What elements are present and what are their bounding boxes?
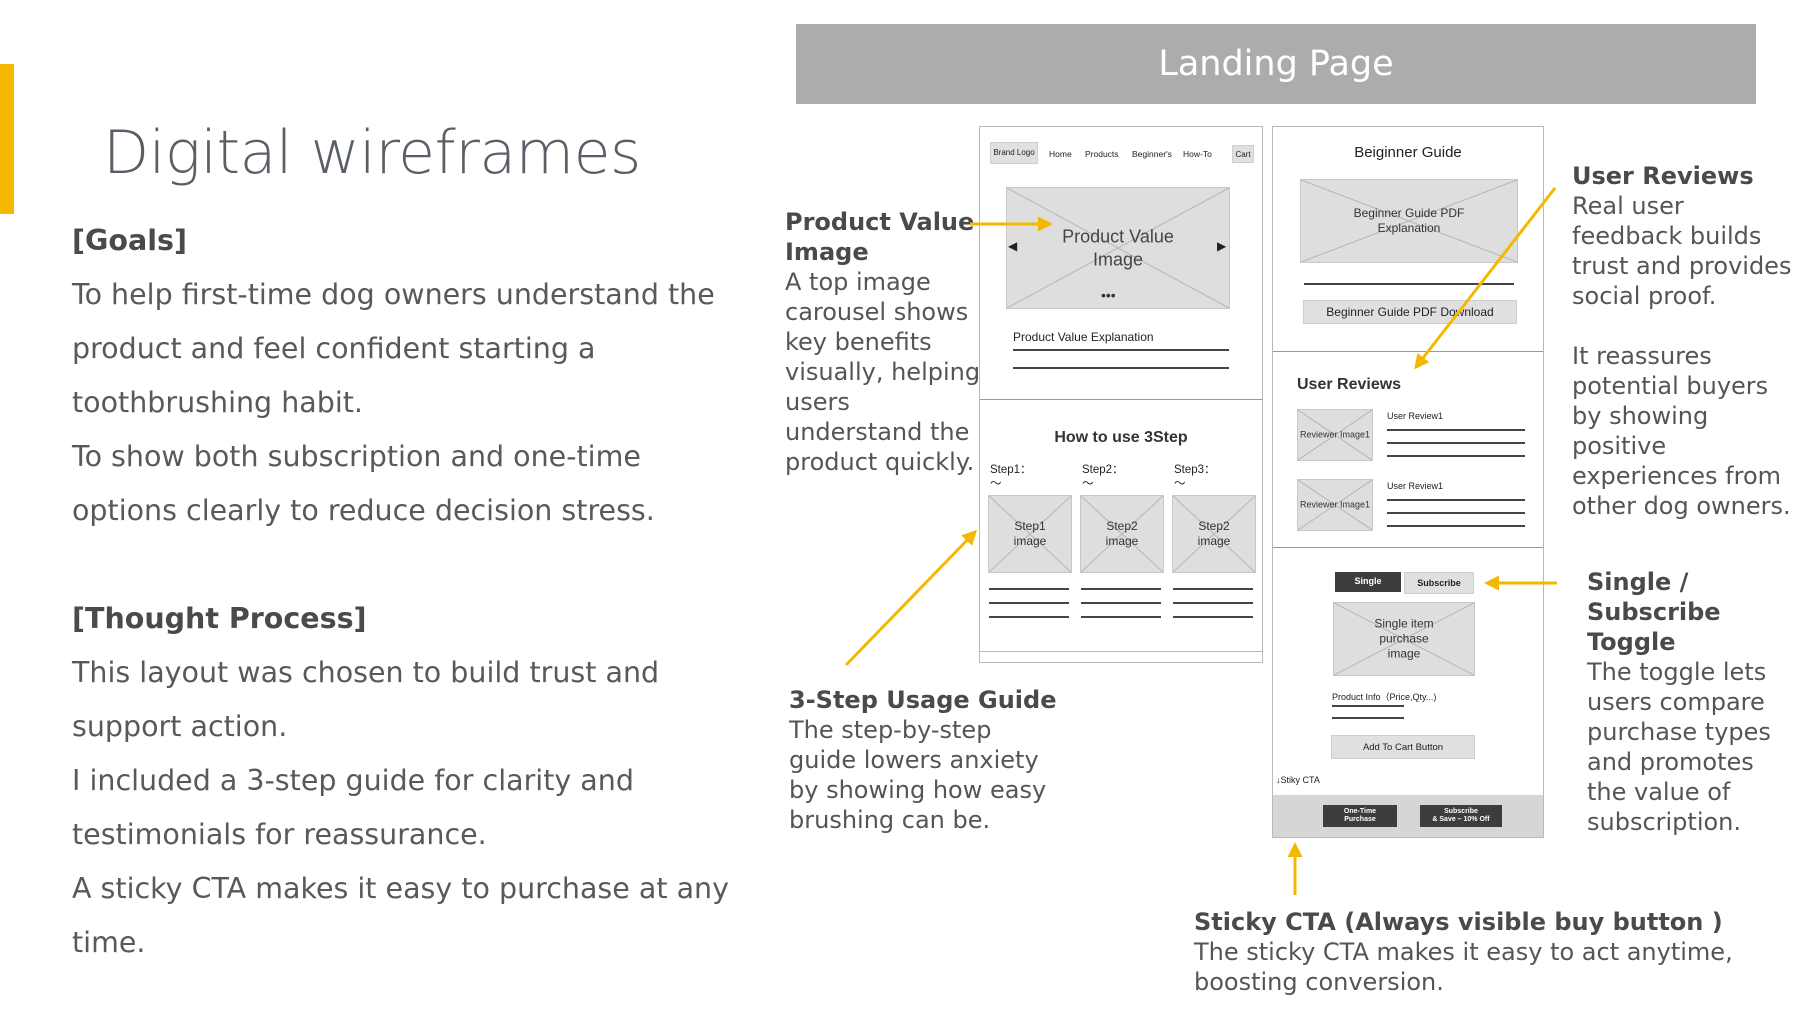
- step3-image: Step2 image: [1172, 495, 1256, 573]
- page-title: Digital wireframes: [103, 118, 641, 188]
- product-value-carousel[interactable]: Product Value Image: [1006, 187, 1230, 309]
- beginner-guide-download-button[interactable]: Beginner Guide PDF Download: [1303, 300, 1517, 324]
- text-line: [1387, 525, 1525, 527]
- cta-subscribe-button[interactable]: Subscribe & Save – 10% Off: [1420, 805, 1502, 827]
- goals-paragraph-2: To show both subscription and one-time o…: [72, 440, 655, 527]
- nav-home[interactable]: Home: [1049, 149, 1072, 159]
- goals-paragraph-1: To help first-time dog owners understand…: [72, 278, 715, 419]
- hero-section: Brand Logo Home Products Beginner's How-…: [980, 127, 1262, 400]
- nav-products[interactable]: Products: [1085, 149, 1119, 159]
- brand-logo[interactable]: Brand Logo: [990, 142, 1038, 164]
- text-line: [1081, 602, 1161, 604]
- annotation-toggle-title: Single / Subscribe Toggle: [1587, 568, 1721, 656]
- beginner-guide-section: Beiginner Guide Beginner Guide PDF Expla…: [1273, 127, 1543, 352]
- carousel-next-icon[interactable]: ▶: [1217, 239, 1227, 253]
- user-review-label: User Review1: [1387, 481, 1444, 491]
- text-line: [1173, 616, 1253, 618]
- user-reviews-title: User Reviews: [1297, 376, 1402, 393]
- step1-image: Step1 image: [988, 495, 1072, 573]
- single-item-purchase-image: Single item purchase image: [1333, 602, 1475, 676]
- text-line: [1081, 616, 1161, 618]
- how-to-title: How to use 3Step: [1054, 429, 1188, 446]
- landing-page-header: Landing Page: [796, 24, 1756, 104]
- beginner-guide-title: Beiginner Guide: [1354, 144, 1462, 161]
- nav-cart[interactable]: Cart: [1232, 145, 1254, 163]
- step2-image: Step2 image: [1080, 495, 1164, 573]
- annotation-usage-guide-title: 3-Step Usage Guide: [789, 686, 1057, 714]
- text-line: [1387, 455, 1525, 457]
- reviewer-image: Reviewer Image1: [1297, 409, 1373, 461]
- step2-image-label: Step2 image: [1105, 519, 1139, 548]
- wireframe-column-right: Beiginner Guide Beginner Guide PDF Expla…: [1272, 126, 1544, 838]
- text-line: [1081, 588, 1161, 590]
- text-line: [1304, 283, 1514, 285]
- text-line: [1173, 602, 1253, 604]
- single-item-image-label: Single item purchase image: [1374, 616, 1434, 661]
- thought-paragraph-2: I included a 3-step guide for clarity an…: [72, 764, 634, 851]
- step2-label: Step2： 〜: [1082, 464, 1124, 490]
- product-value-image-label: Product Value Image: [1062, 226, 1174, 270]
- annotation-usage-guide-text: The step-by-step guide lowers anxiety by…: [789, 716, 1047, 834]
- beginner-guide-image: Beginner Guide PDF Explanation: [1300, 179, 1518, 263]
- add-to-cart-button[interactable]: Add To Cart Button: [1331, 735, 1475, 759]
- cta-one-time-button[interactable]: One-Time Purchase: [1323, 805, 1397, 827]
- user-review-label: User Review1: [1387, 411, 1444, 421]
- annotation-user-reviews-text-1: Real user feedback builds trust and prov…: [1572, 192, 1792, 310]
- step1-image-label: Step1 image: [1013, 519, 1047, 548]
- thought-paragraph-1: This layout was chosen to build trust an…: [72, 656, 660, 743]
- reviewer-image: Reviewer Image1: [1297, 479, 1373, 531]
- annotation-product-value: Product Value Image A top image carousel…: [785, 207, 985, 477]
- arrow-usage-guide: [844, 529, 978, 667]
- annotation-user-reviews: User Reviews Real user feedback builds t…: [1572, 161, 1796, 521]
- text-line: [1013, 367, 1229, 369]
- annotation-sticky-cta-text: The sticky CTA makes it easy to act anyt…: [1194, 938, 1733, 996]
- text-line: [1387, 429, 1525, 431]
- text-line: [1013, 349, 1229, 351]
- wireframe-column-left: Brand Logo Home Products Beginner's How-…: [979, 126, 1263, 663]
- carousel-prev-icon[interactable]: ◀: [1008, 239, 1018, 253]
- annotation-toggle-text: The toggle lets users compare purchase t…: [1587, 658, 1771, 836]
- step3-label: Step3： 〜: [1174, 464, 1216, 490]
- toggle-subscribe-button[interactable]: Subscribe: [1404, 572, 1474, 594]
- nav-beginners[interactable]: Beginner's: [1132, 149, 1172, 159]
- text-line: [1173, 588, 1253, 590]
- accent-bar: [0, 64, 14, 214]
- text-line: [989, 588, 1069, 590]
- thought-paragraph-3: A sticky CTA makes it easy to purchase a…: [72, 872, 729, 959]
- reviewer-image-label: Reviewer Image1: [1299, 499, 1371, 510]
- text-line: [989, 616, 1069, 618]
- annotation-toggle: Single / Subscribe Toggle The toggle let…: [1587, 567, 1787, 837]
- step1-label: Step1： 〜: [990, 464, 1032, 490]
- text-line: [1332, 705, 1404, 707]
- sticky-cta-label: ↓Stiky CTA: [1276, 775, 1320, 785]
- user-reviews-section: User Reviews Reviewer Image1 User Review…: [1273, 351, 1543, 548]
- carousel-dots-icon[interactable]: •••: [1101, 287, 1116, 303]
- text-line: [1387, 442, 1525, 444]
- annotation-product-value-text: A top image carousel shows key benefits …: [785, 268, 981, 476]
- annotation-user-reviews-text-2: It reassures potential buyers by showing…: [1572, 342, 1791, 520]
- goals-heading: [Goals]: [72, 224, 187, 257]
- product-value-explanation: Product Value Explanation: [1013, 330, 1154, 344]
- toggle-single-button[interactable]: Single: [1335, 572, 1401, 592]
- beginner-guide-image-label: Beginner Guide PDF Explanation: [1353, 206, 1465, 235]
- text-line: [1332, 717, 1404, 719]
- text-line: [989, 602, 1069, 604]
- purchase-section: Single Subscribe Single item purchase im…: [1273, 547, 1543, 837]
- annotation-product-value-title: Product Value Image: [785, 208, 975, 266]
- sticky-cta-bar: One-Time Purchase Subscribe & Save – 10%…: [1273, 795, 1543, 837]
- annotation-sticky-cta-title: Sticky CTA (Always visible buy button ): [1194, 908, 1723, 936]
- product-info: Product Info（Price,Qty...): [1332, 692, 1437, 702]
- annotation-user-reviews-title: User Reviews: [1572, 162, 1754, 190]
- nav-how-to[interactable]: How-To: [1183, 149, 1212, 159]
- how-to-section: How to use 3Step Step1： 〜 Step2： 〜 Step3…: [980, 399, 1262, 652]
- text-line: [1387, 499, 1525, 501]
- reviewer-image-label: Reviewer Image1: [1299, 429, 1371, 440]
- text-line: [1387, 512, 1525, 514]
- step3-image-label: Step2 image: [1197, 519, 1231, 548]
- annotation-usage-guide: 3-Step Usage Guide The step-by-step guid…: [789, 685, 1059, 835]
- thought-heading: [Thought Process]: [72, 602, 367, 635]
- annotation-sticky-cta: Sticky CTA (Always visible buy button ) …: [1194, 907, 1754, 997]
